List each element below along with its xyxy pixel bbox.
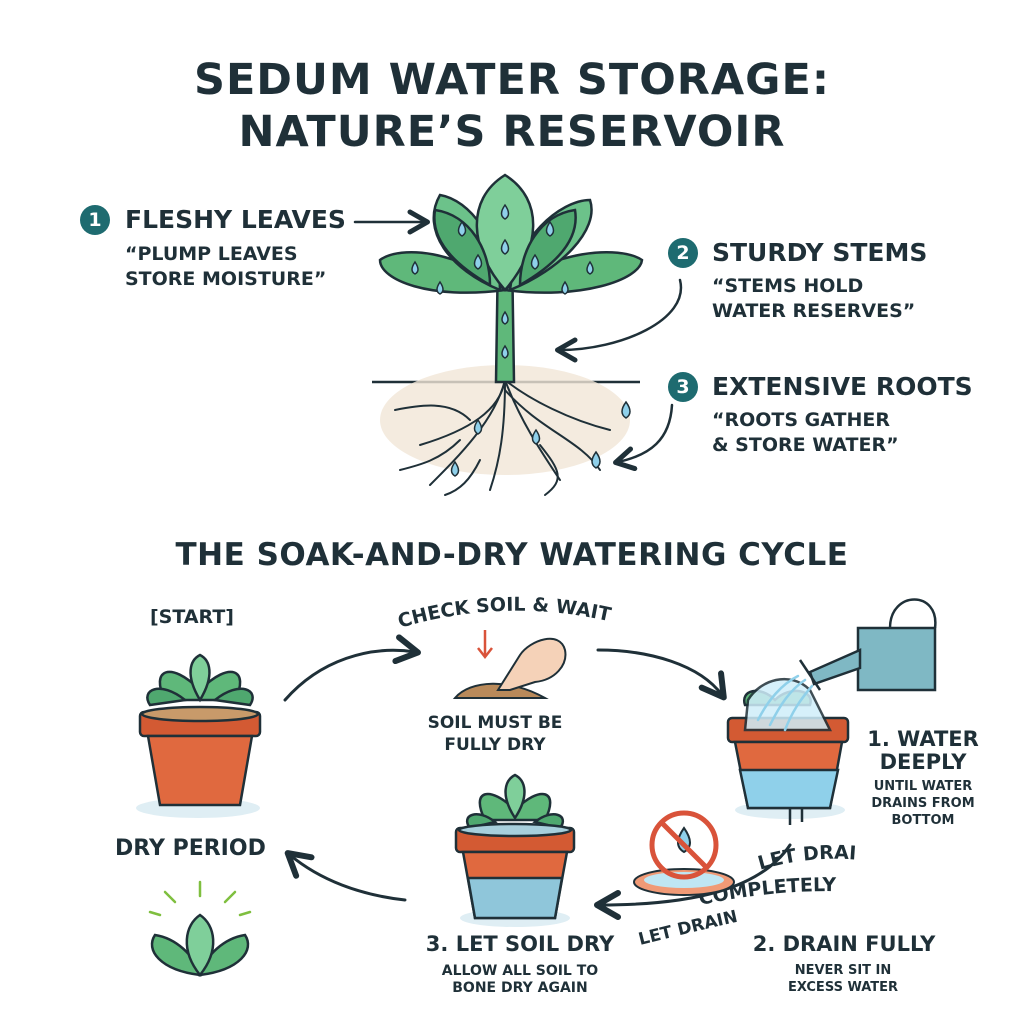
droplet-icon [457, 220, 467, 237]
cycle-arrow-4 [284, 850, 407, 902]
no-water-icon [649, 810, 719, 880]
check-soil-title: CHECK SOIL & WAIT [395, 594, 613, 633]
check-soil-note: SOIL MUST BE FULLY DRY [427, 713, 563, 755]
dry-period-label: DRY PERIOD [115, 836, 266, 861]
droplet-icon [450, 400, 631, 477]
drain-saucer-illustration [633, 810, 735, 896]
droplet-icon [436, 280, 444, 295]
cycle-arrow-1 [283, 634, 421, 702]
title-line-1: SEDUM WATER STORAGE: [193, 55, 831, 105]
water-deeply-note: UNTIL WATER DRAINS FROM BOTTOM [871, 779, 975, 828]
callout-quote-extensive-roots: “ROOTS GATHER & STORE WATER” [712, 409, 899, 456]
arrow-left-icon [555, 278, 683, 363]
dry-pot-illustration [136, 653, 262, 818]
start-label: [START] [150, 606, 234, 628]
droplet-icon [545, 220, 555, 237]
callout-quote-sturdy-stems: “STEMS HOLD WATER RESERVES” [712, 275, 916, 322]
cycle-arrow-2 [596, 648, 727, 701]
droplet-icon [411, 260, 419, 275]
let-soil-dry-note: ALLOW ALL SOIL TO BONE DRY AGAIN [441, 963, 599, 996]
sparkle-plant-illustration [148, 880, 252, 978]
callout-badge-1: 1 [80, 205, 110, 235]
callout-label-fleshy-leaves: FLESHY LEAVES [125, 205, 346, 234]
callout-quote-fleshy-leaves: “PLUMP LEAVES STORE MOISTURE” [125, 243, 327, 290]
droplet-icon [500, 238, 510, 255]
droplet-icon [530, 253, 540, 270]
let-soil-dry-title: 3. LET SOIL DRY [425, 932, 615, 956]
droplet-icon [561, 280, 569, 295]
title-line-2: NATURE’S RESERVOIR [238, 107, 786, 157]
cycle-title: THE SOAK-AND-DRY WATERING CYCLE [175, 537, 849, 573]
watering-illustration [726, 598, 937, 825]
droplet-icon [473, 253, 483, 270]
sparkle-icon [148, 880, 252, 917]
drain-fully-title: 2. DRAIN FULLY [752, 932, 936, 956]
droplet-icon [501, 310, 509, 325]
drain-curve-text-3: LET DRAIN [637, 907, 740, 950]
page-title: SEDUM WATER STORAGE: NATURE’S RESERVOIR [0, 54, 1024, 158]
let-dry-pot-illustration [454, 773, 576, 927]
hand-pointer-icon [496, 637, 567, 691]
drain-fully-note: NEVER SIT IN EXCESS WATER [787, 963, 899, 995]
callout-label-sturdy-stems: STURDY STEMS [712, 238, 928, 267]
callout-badge-2: 2 [668, 238, 698, 268]
callout-badge-3: 3 [668, 372, 698, 402]
check-soil-illustration [452, 630, 567, 699]
callout-label-extensive-roots: EXTENSIVE ROOTS [712, 372, 973, 401]
roots-icon [394, 379, 611, 496]
arrow-left-icon [613, 403, 674, 472]
droplet-icon [586, 260, 594, 275]
water-deeply-title: 1. WATER DEEPLY [867, 727, 979, 774]
leaves [378, 173, 644, 294]
soil-area [380, 365, 630, 475]
sedum-plant-illustration [372, 173, 644, 496]
watering-can-icon [798, 598, 937, 692]
droplet-icon [501, 344, 509, 359]
droplet-icon [500, 203, 510, 220]
